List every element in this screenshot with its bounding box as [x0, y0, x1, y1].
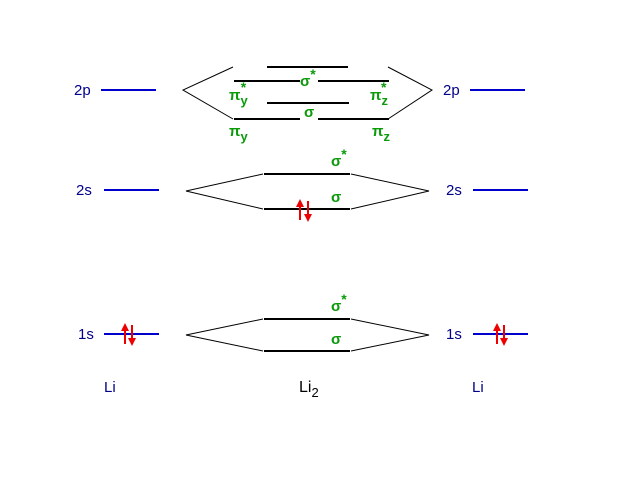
right-1s-label: 1s — [446, 326, 462, 343]
mo-2p-group: σ* πy* πz* σ πy πz — [181, 66, 433, 144]
left-1s-label: 1s — [78, 326, 94, 343]
spin-down-arrowhead — [500, 338, 508, 346]
right-1s-electron-pair — [493, 323, 508, 346]
right-2p-connector — [387, 66, 433, 120]
left-2p-connector — [181, 66, 234, 120]
molecule-label: Li2 — [299, 379, 319, 400]
left-atom: 2p 2s 1s Li — [74, 82, 159, 396]
mo-1s-group: σ* σ — [185, 291, 430, 352]
left-2s-label: 2s — [76, 182, 92, 199]
mo-2s-group: σ* σ — [185, 146, 430, 222]
right-1s-connector — [350, 318, 430, 352]
mo-1s-sigma-label: σ — [331, 331, 341, 348]
right-atom: 2p 2s 1s Li — [443, 82, 528, 396]
left-2p-label: 2p — [74, 82, 91, 99]
left-1s-connector — [185, 318, 264, 352]
mo-2p-sigma-star-label: σ* — [300, 66, 316, 90]
spin-down-arrowhead — [304, 214, 312, 222]
mo-2s-sigma-star-label: σ* — [331, 146, 347, 170]
mo-2s-sigma-label: σ — [331, 189, 341, 206]
mo-2s-sigma-electron-pair — [296, 199, 312, 222]
mo-2p-sigma-label: σ — [304, 104, 314, 121]
right-2s-connector — [350, 173, 430, 210]
right-atom-label: Li — [472, 379, 484, 396]
mo-2p-pi-z-label: πz — [372, 123, 390, 144]
spin-down-arrowhead — [128, 338, 136, 346]
mo-2p-pi-z-star-label: πz* — [370, 79, 388, 108]
mo-1s-sigma-star-label: σ* — [331, 291, 347, 315]
spin-up-arrowhead — [296, 199, 304, 207]
spin-up-arrowhead — [121, 323, 129, 331]
mo-2p-pi-y-star-label: πy* — [229, 79, 248, 108]
left-1s-electron-pair — [121, 323, 136, 346]
left-2s-connector — [185, 173, 264, 210]
mo-2p-pi-y-label: πy — [229, 123, 248, 144]
right-2p-label: 2p — [443, 82, 460, 99]
right-2s-label: 2s — [446, 182, 462, 199]
spin-up-arrowhead — [493, 323, 501, 331]
left-atom-label: Li — [104, 379, 116, 396]
